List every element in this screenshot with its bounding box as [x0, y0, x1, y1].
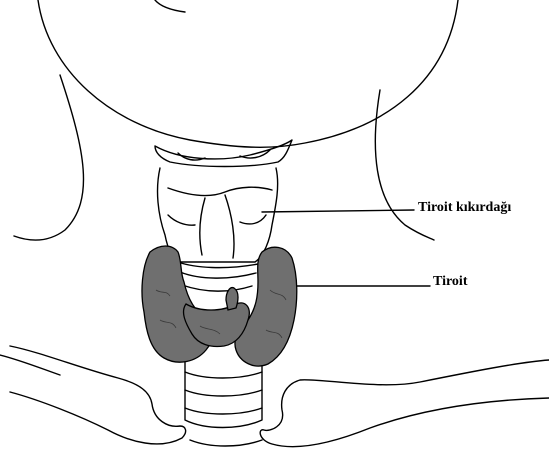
chin-outline	[38, 0, 458, 147]
jaw-line	[155, 0, 185, 12]
thyroid-cartilage-outline	[158, 168, 278, 262]
left-clavicle	[10, 346, 186, 444]
label-thyroid-cartilage: Tiroit kıkırdağı	[418, 200, 511, 216]
left-neck-contour	[14, 75, 84, 240]
cartilage-leader-line	[262, 210, 414, 212]
label-thyroid: Tiroit	[433, 274, 468, 290]
thyroid-left-lobe	[142, 246, 213, 362]
thyroid-gland	[142, 246, 297, 366]
hyoid-outline	[155, 140, 292, 167]
right-clavicle	[260, 360, 549, 447]
trachea-outline	[185, 355, 262, 428]
thyroid-pyramidal-lobe	[226, 288, 238, 310]
right-neck-contour	[375, 90, 434, 240]
